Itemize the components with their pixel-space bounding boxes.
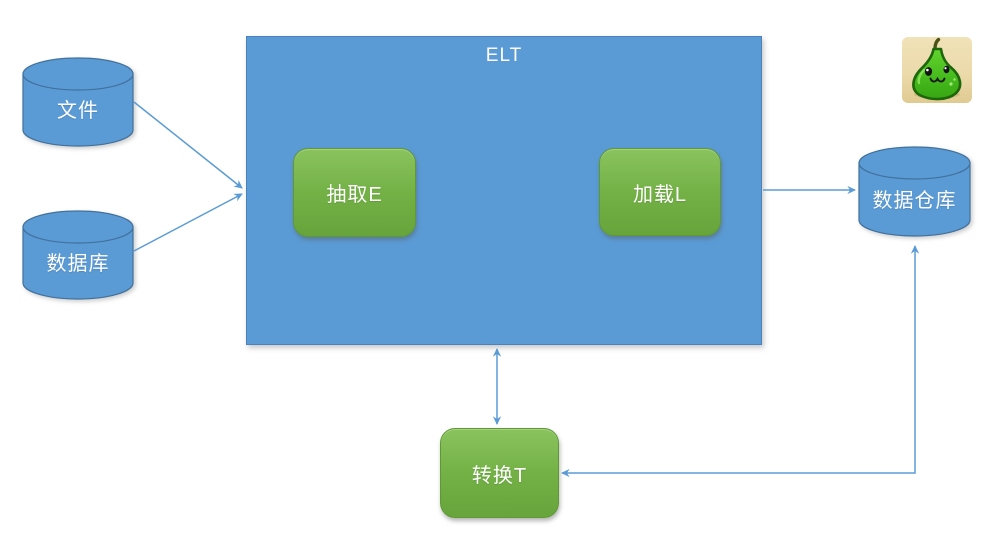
transform-box: 转换T [440, 428, 559, 518]
load-box: 加载L [599, 148, 721, 236]
pear-mascot-icon [902, 37, 972, 103]
arrow-file-to-elt [133, 101, 243, 189]
cylinder-shape [22, 210, 134, 300]
extract-box: 抽取E [293, 148, 416, 237]
cylinder-shape [858, 146, 971, 237]
warehouse-label: 数据仓库 [872, 189, 957, 212]
cylinder-shape [22, 57, 134, 147]
file-cylinder: 文件 [22, 57, 134, 147]
warehouse-cylinder: 数据仓库 [858, 146, 971, 238]
database-label: 数据库 [46, 252, 110, 275]
extract-label: 抽取E [326, 184, 383, 206]
load-label: 加载L [632, 183, 688, 206]
file-label: 文件 [57, 99, 99, 122]
elt-title: ELT [485, 45, 523, 66]
database-cylinder: 数据库 [22, 210, 134, 300]
arrow-database-to-elt [133, 193, 243, 252]
transform-label: 转换T [471, 464, 528, 487]
